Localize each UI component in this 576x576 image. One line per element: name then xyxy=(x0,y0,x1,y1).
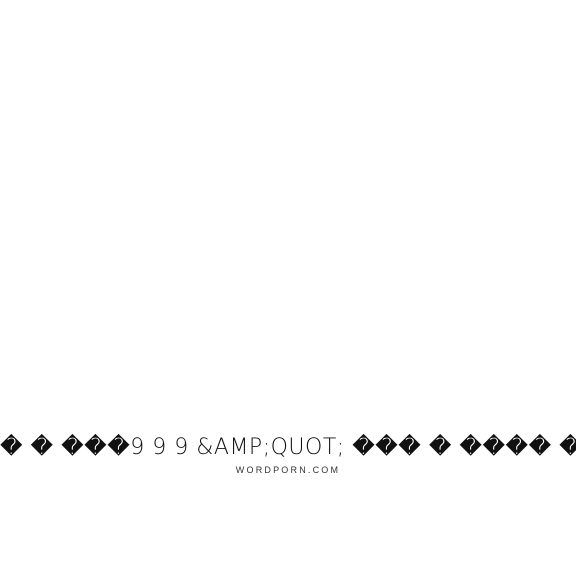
site-credit: WORDPORN.COM xyxy=(235,465,341,475)
quote-text: � � ���9 9 9 &AMP;QUOT; ��� � ���� �� ��… xyxy=(0,435,576,460)
